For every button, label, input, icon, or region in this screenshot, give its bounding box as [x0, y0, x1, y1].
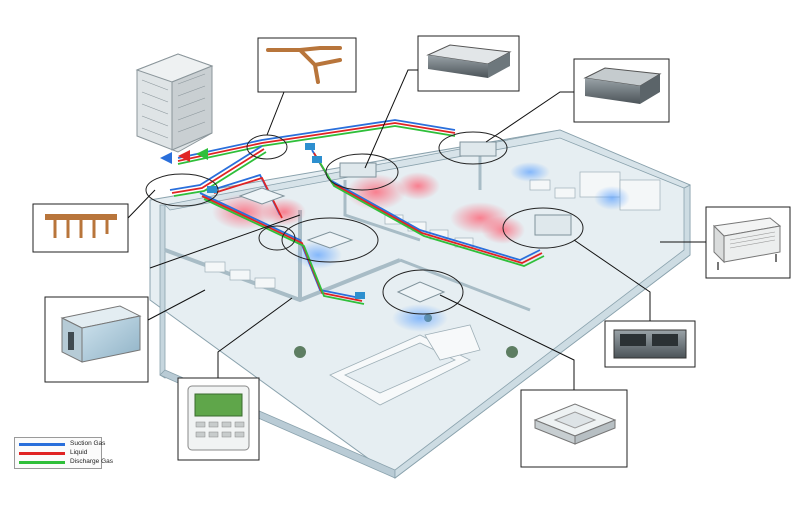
conference-table — [329, 324, 481, 406]
outdoor-unit — [135, 53, 214, 164]
suction-gas-pipe — [177, 119, 456, 159]
branch-box — [305, 143, 315, 150]
ducted-unit — [459, 141, 497, 157]
pipe-legend: Suction Gas Liquid Discharge Gas — [14, 437, 113, 469]
legend-label: Suction Gas — [70, 440, 106, 447]
back-wall — [164, 129, 691, 211]
legend-label: Liquid — [70, 449, 88, 456]
cassette-unit — [396, 281, 446, 303]
legend-swatch-liquid — [19, 451, 65, 455]
ducted-unit-inset-2 — [485, 58, 670, 143]
convector-heater-inset — [660, 206, 791, 279]
branch-box — [207, 186, 217, 193]
branch-box — [355, 292, 365, 299]
cassette-unit — [306, 231, 354, 249]
cassette-unit-inset — [439, 294, 628, 468]
ducted-unit — [534, 214, 572, 236]
refrigerant-piping — [169, 119, 545, 305]
refnet-joint-inset — [257, 37, 357, 136]
legend-item-suction-gas: Suction Gas — [19, 440, 105, 448]
cassette-unit — [238, 187, 286, 205]
legend-item-discharge-gas: Discharge Gas — [19, 458, 113, 466]
discharge-gas-pipe — [177, 125, 456, 165]
legend-swatch-suction — [19, 442, 65, 446]
floor-standing-unit-inset — [573, 239, 696, 368]
left-outer-wall — [159, 204, 166, 379]
high-static-ducted-inset — [44, 289, 206, 383]
refnet-header-inset — [32, 189, 156, 253]
branch-box — [312, 156, 322, 163]
legend-label: Discharge Gas — [70, 458, 113, 465]
callout-insets — [32, 35, 791, 468]
leader-line — [149, 214, 301, 269]
ducted-unit — [339, 162, 377, 178]
interior-wall — [399, 258, 531, 312]
legend-item-liquid: Liquid — [19, 449, 87, 457]
remote-controller-inset — [177, 297, 293, 461]
liquid-pipe — [177, 122, 456, 162]
detail-circles — [145, 131, 584, 315]
ducted-unit-inset-1 — [364, 35, 520, 169]
legend-swatch-discharge — [19, 460, 65, 464]
indoor-units — [207, 141, 572, 303]
